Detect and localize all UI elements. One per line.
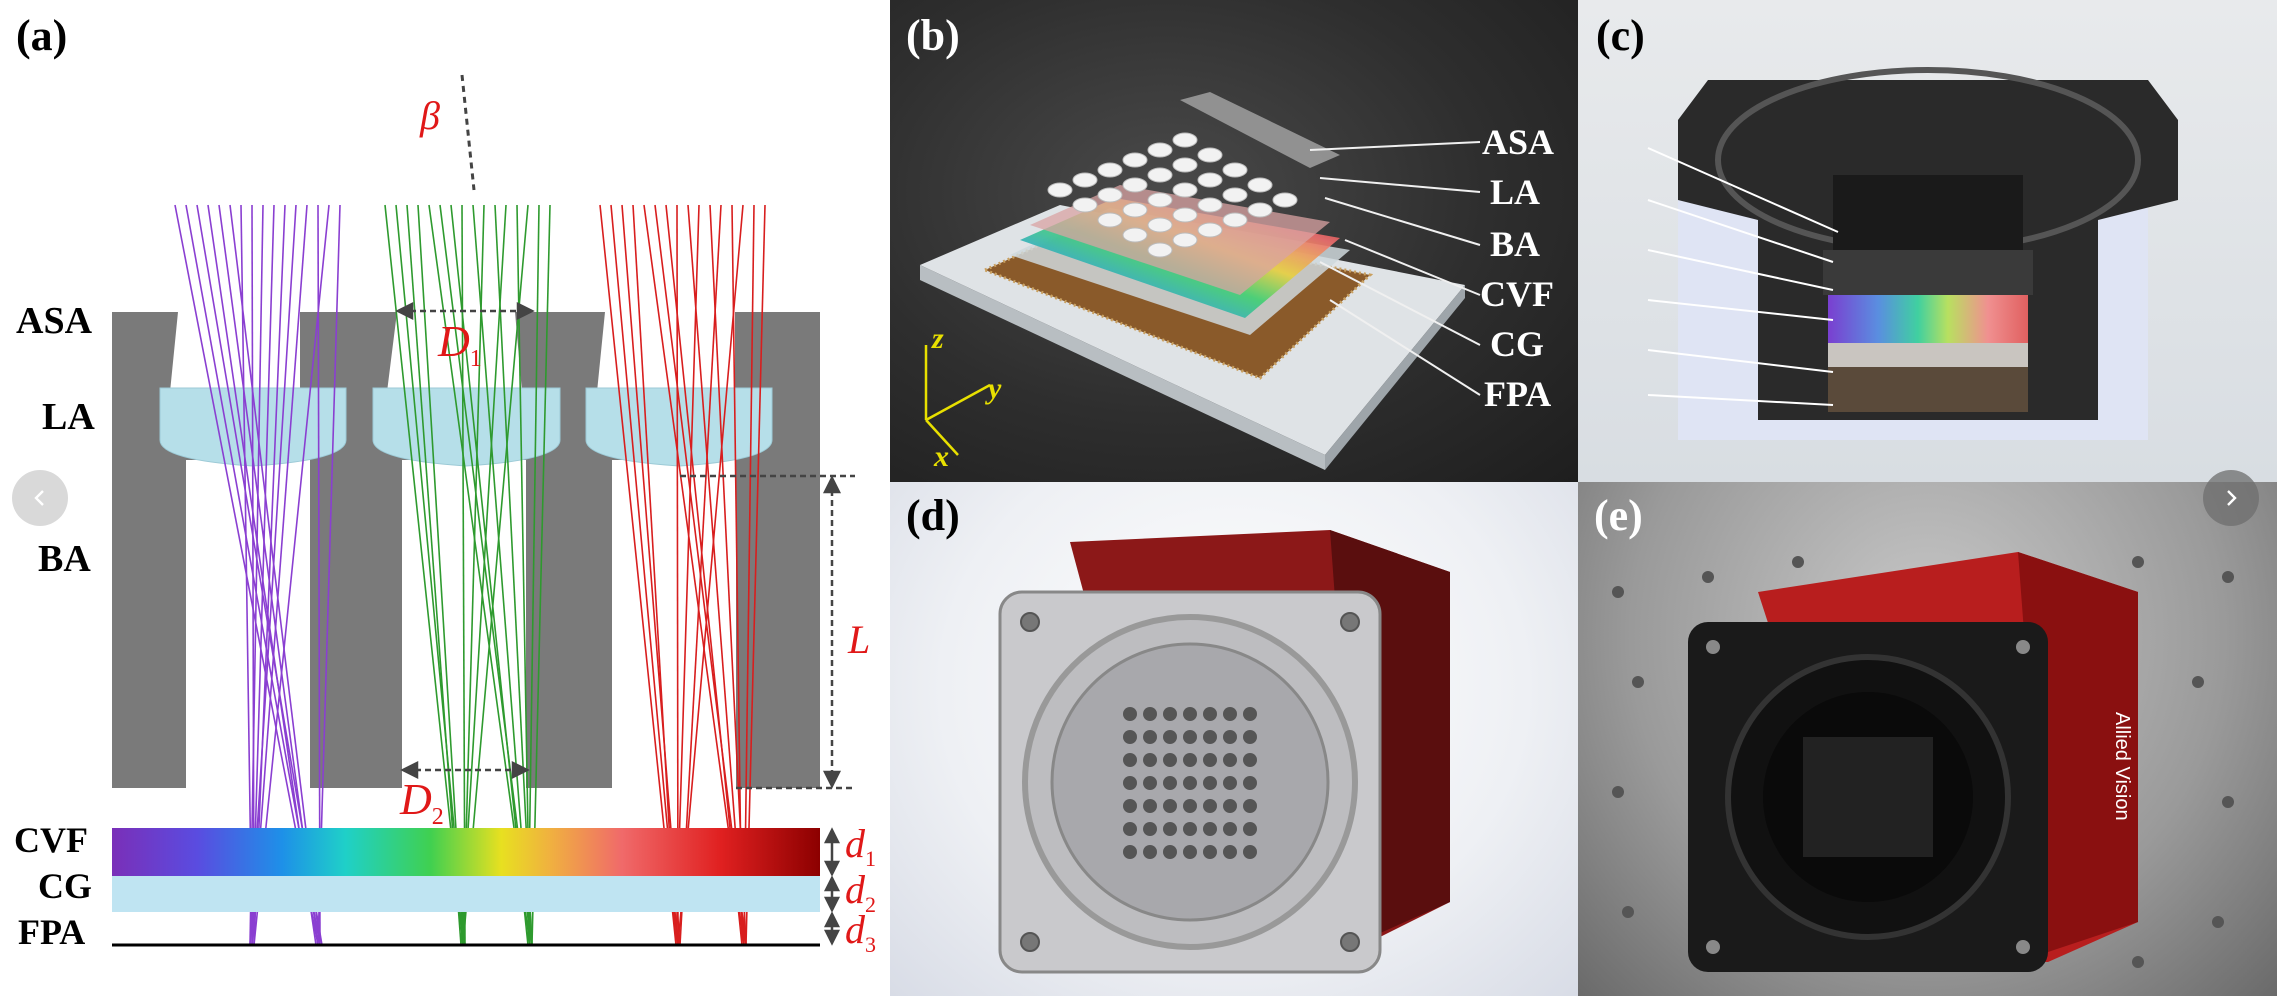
baffle-pillars xyxy=(1823,250,2033,295)
symbol-d1-main: D xyxy=(438,317,470,366)
cg-layer xyxy=(112,876,820,912)
panel-a-tag: (a) xyxy=(16,11,68,60)
symbol-small-d3: d3 xyxy=(845,906,876,958)
symbol-l: L xyxy=(848,617,871,662)
panel-c-render xyxy=(1647,67,2178,440)
symbol-small-d1: d1 xyxy=(845,820,876,872)
d-dimensions xyxy=(823,827,841,946)
label-cg: CG xyxy=(38,866,92,906)
fpa-strip xyxy=(1828,367,2028,412)
panel-b-callout-cg: CG xyxy=(1490,324,1544,364)
rays-green xyxy=(384,204,551,946)
brand-text: Allied Vision xyxy=(2111,712,2133,821)
aperture-holes xyxy=(1833,175,2023,255)
axis-x-label: x xyxy=(934,440,949,473)
lens-array-dots xyxy=(1047,132,1298,258)
panel-b: (b) xyxy=(890,0,1578,482)
cg-strip xyxy=(1828,343,2028,367)
panel-c-tag: (c) xyxy=(1596,11,1645,60)
panel-a: (a) xyxy=(0,0,880,996)
panel-d-render xyxy=(998,530,1450,974)
symbol-beta: β xyxy=(420,93,440,138)
symbol-small-d2-sub: 2 xyxy=(865,892,876,917)
panel-e: (e) Allied Vision xyxy=(1578,482,2277,996)
label-ba: BA xyxy=(38,538,91,580)
axis-y-label: y xyxy=(988,372,1002,405)
cvf-layer xyxy=(112,828,820,876)
screw-icons xyxy=(1706,640,2030,954)
symbol-small-d2: d2 xyxy=(845,866,876,918)
panel-a-diagram xyxy=(112,74,855,947)
label-fpa: FPA xyxy=(18,912,86,952)
screw-icons xyxy=(1020,612,1360,952)
symbol-small-d3-main: d xyxy=(845,907,865,952)
panel-c: (c) xyxy=(1578,0,2277,482)
symbol-d2-main: D xyxy=(400,775,432,824)
table-holes xyxy=(1612,556,2234,968)
panel-d-tag: (d) xyxy=(906,491,960,540)
symbol-small-d1-main: d xyxy=(845,821,865,866)
panel-b-callout-cvf: CVF xyxy=(1480,274,1554,314)
symbol-d1-sub: 1 xyxy=(469,345,482,372)
panel-b-callout-fpa: FPA xyxy=(1484,374,1552,414)
symbol-d2-sub: 2 xyxy=(431,803,444,830)
chevron-left-icon xyxy=(34,490,44,506)
beta-dashed-line xyxy=(460,74,476,191)
cvf-strip xyxy=(1828,295,2028,343)
d2-dimension xyxy=(400,760,530,780)
symbol-d2: D2 xyxy=(400,774,444,831)
panel-b-callout-asa: ASA xyxy=(1482,122,1555,162)
panel-b-tag: (b) xyxy=(906,11,960,60)
panel-c-callout-lines xyxy=(1647,147,1839,406)
label-la: LA xyxy=(42,396,95,438)
d1-dimension xyxy=(395,301,535,321)
symbol-d1: D1 xyxy=(438,316,482,373)
next-slide-button[interactable] xyxy=(2203,470,2259,526)
rays-red xyxy=(599,204,766,946)
symbol-small-d3-sub: 3 xyxy=(865,932,876,957)
panel-b-callout-ba: BA xyxy=(1490,224,1541,264)
asa-plate xyxy=(1180,92,1340,168)
rays-purple xyxy=(174,204,341,946)
chevron-right-icon xyxy=(2227,490,2237,506)
symbol-small-d2-main: d xyxy=(845,867,865,912)
panel-b-callout-lines xyxy=(1309,141,1481,396)
lens-hole-grid xyxy=(1803,737,1933,857)
panel-e-photo xyxy=(1612,552,2234,972)
label-cvf: CVF xyxy=(14,820,88,860)
lens-hole-grid xyxy=(1123,707,1257,859)
symbol-small-d1-sub: 1 xyxy=(865,846,876,871)
panel-d: (d) xyxy=(890,482,1578,996)
panel-b-render xyxy=(920,92,1481,470)
l-dimension xyxy=(680,474,855,790)
axes-icon xyxy=(924,345,991,456)
prev-slide-button[interactable] xyxy=(12,470,68,526)
panel-e-tag: (e) xyxy=(1594,491,1643,540)
panel-b-callout-la: LA xyxy=(1490,172,1541,212)
axis-z-label: z xyxy=(932,322,944,355)
label-asa: ASA xyxy=(16,300,93,342)
